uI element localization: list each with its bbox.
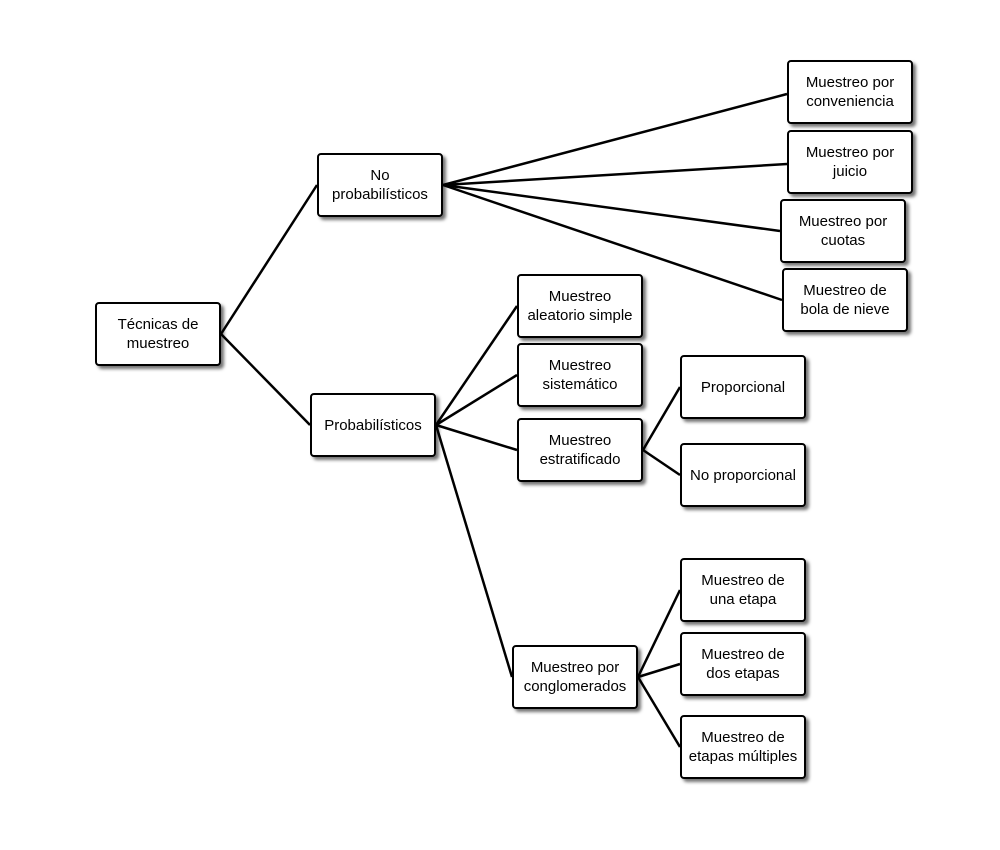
node-muestreo-bola-de-nieve: Muestreo de bola de nieve xyxy=(782,268,908,332)
edge-estr-no-proporcional xyxy=(642,448,681,477)
edge-congl-dos-etapas xyxy=(637,662,681,679)
node-muestreo-conveniencia: Muestreo por conveniencia xyxy=(787,60,913,124)
edge-root-probabilisticos xyxy=(220,333,311,426)
node-no-proporcional: No proporcional xyxy=(680,443,806,507)
edge-noprob-conveniencia xyxy=(442,92,788,187)
node-muestreo-estratificado: Muestreo estratificado xyxy=(517,418,643,482)
node-muestreo-cuotas: Muestreo por cuotas xyxy=(780,199,906,263)
node-proporcional: Proporcional xyxy=(680,355,806,419)
node-muestreo-aleatorio-simple: Muestreo aleatorio simple xyxy=(517,274,643,338)
node-no-probabilisticos: No probabilísticos xyxy=(317,153,443,217)
node-muestreo-una-etapa: Muestreo de una etapa xyxy=(680,558,806,622)
edge-estr-proporcional xyxy=(641,386,682,451)
edge-noprob-juicio xyxy=(442,162,788,187)
edge-prob-conglomerados xyxy=(434,424,514,678)
edge-prob-estratificado xyxy=(435,423,518,452)
edge-congl-una-etapa xyxy=(636,589,682,678)
edge-noprob-bola-nieve xyxy=(442,183,783,302)
edge-prob-aleatorio xyxy=(434,305,519,426)
node-probabilisticos: Probabilísticos xyxy=(310,393,436,457)
edge-congl-multiples xyxy=(636,676,682,748)
node-tecnicas-de-muestreo: Técnicas de muestreo xyxy=(95,302,221,366)
node-muestreo-conglomerados: Muestreo por conglomerados xyxy=(512,645,638,709)
node-muestreo-dos-etapas: Muestreo de dos etapas xyxy=(680,632,806,696)
edge-noprob-cuotas xyxy=(442,183,781,233)
edge-prob-sistematico xyxy=(435,373,518,427)
node-muestreo-etapas-multiples: Muestreo de etapas múltiples xyxy=(680,715,806,779)
edge-root-no-probabilisticos xyxy=(219,184,319,335)
node-muestreo-sistematico: Muestreo sistemático xyxy=(517,343,643,407)
node-muestreo-juicio: Muestreo por juicio xyxy=(787,130,913,194)
